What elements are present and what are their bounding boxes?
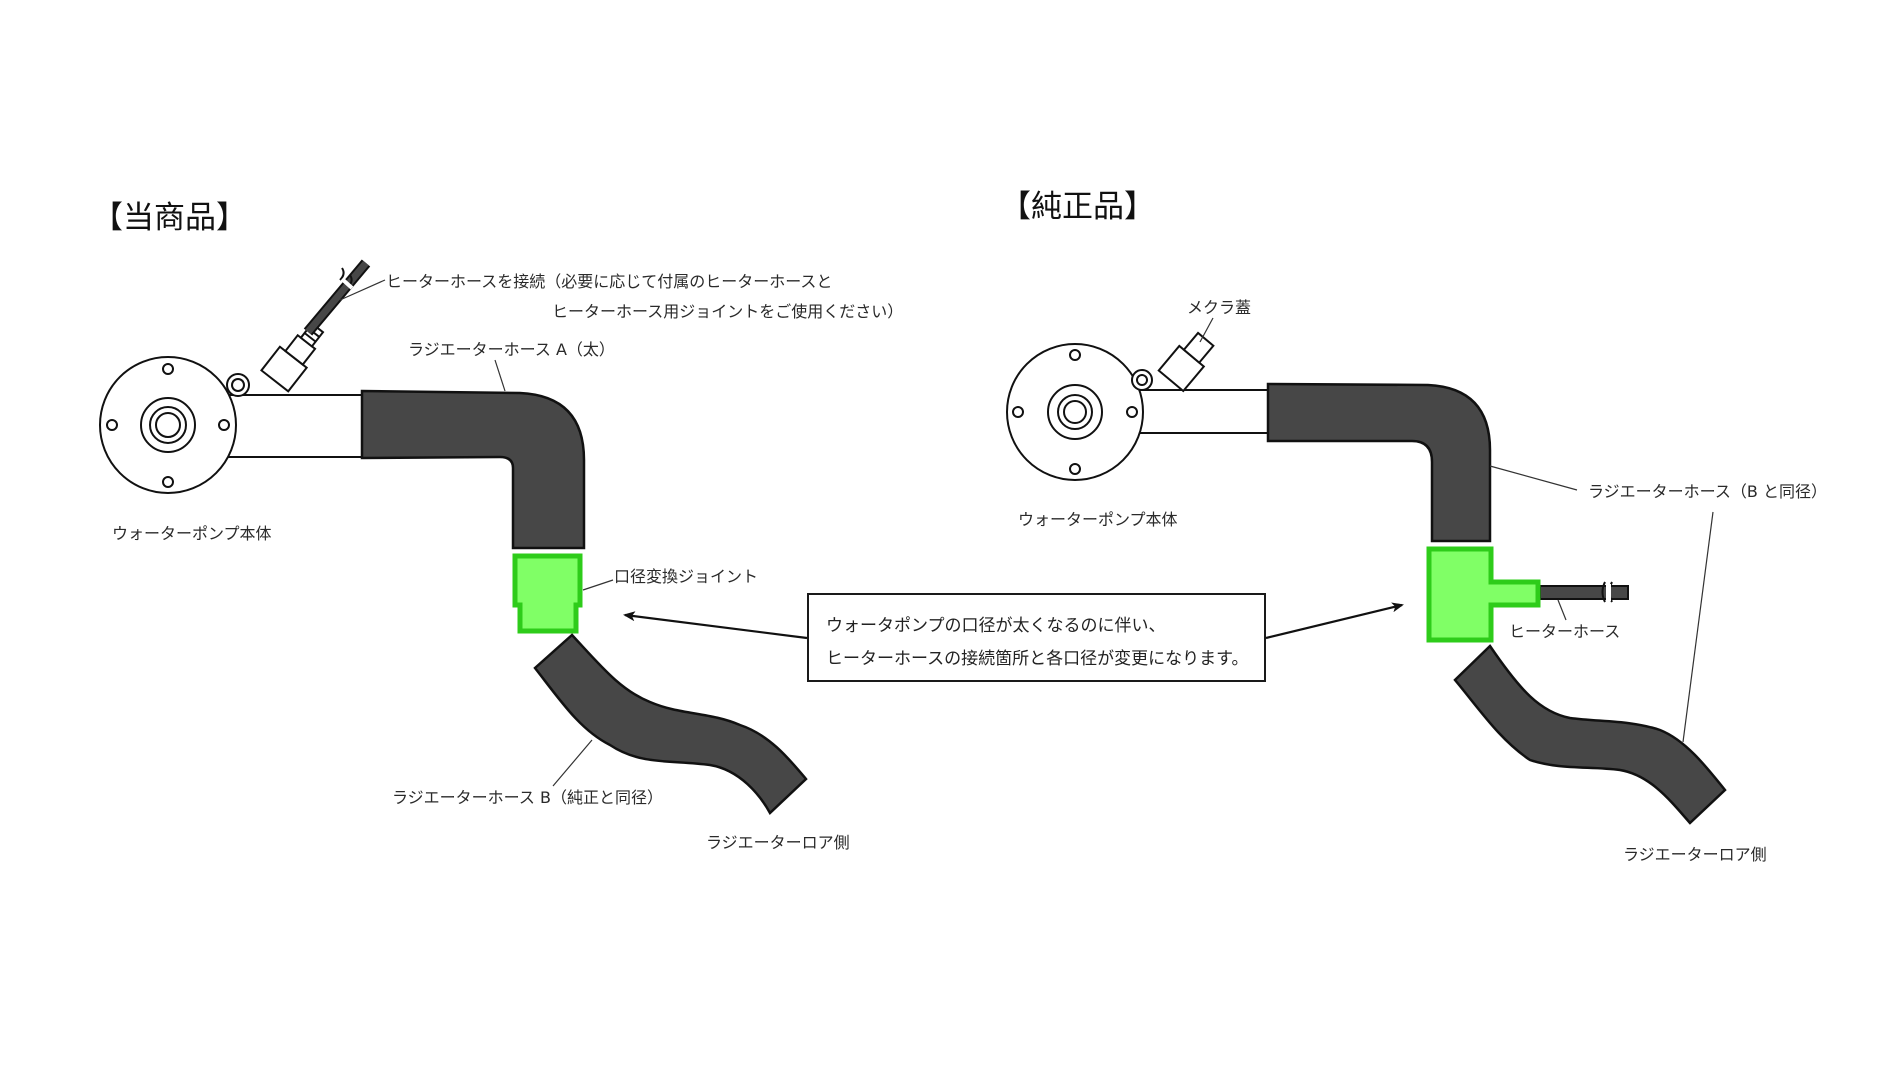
- left-radiator-hose-b-label: ラジエーターホース B（純正と同径）: [392, 788, 663, 807]
- right-radiator-hose-lower: [1453, 644, 1727, 825]
- right-radiator-hose-label: ラジエーターホース（B と同径）: [1588, 482, 1827, 501]
- left-heater-fitting: [260, 322, 325, 393]
- right-panel-title: 【純正品】: [1000, 189, 1155, 225]
- leader-heater-hose: [1557, 599, 1567, 621]
- left-heater-hose: [303, 259, 371, 336]
- leader-heater-note: [339, 279, 386, 301]
- callout-line-1: ウォータポンプの口径が太くなるのに伴い、: [826, 616, 1166, 636]
- leader-radiator-hose-upper: [1489, 465, 1578, 491]
- left-water-pump: [99, 356, 250, 494]
- right-radiator-lower-label: ラジエーターロア側: [1623, 845, 1767, 864]
- right-tee-joint: [1426, 546, 1541, 643]
- right-blind-cap-label: メクラ蓋: [1187, 298, 1252, 317]
- right-pump-outlet-pipe: [1134, 389, 1271, 434]
- right-heater-hose: [1539, 581, 1629, 603]
- left-pump-outlet-pipe: [224, 394, 366, 458]
- leader-hose-b: [552, 739, 593, 787]
- left-radiator-hose-a: [360, 389, 586, 550]
- left-radiator-hose-b: [533, 633, 808, 816]
- left-reducer-joint-label: 口径変換ジョイント: [614, 567, 759, 586]
- leader-hose-a: [494, 359, 506, 392]
- left-assembly: [99, 259, 808, 816]
- callout-arrow-left: [623, 611, 808, 640]
- right-heater-hose-label: ヒーターホース: [1509, 622, 1621, 641]
- right-radiator-hose-upper: [1266, 382, 1492, 543]
- right-water-pump: [1006, 343, 1153, 481]
- callout-line-2: ヒーターホースの接続箇所と各口径が変更になります。: [826, 649, 1249, 669]
- left-panel-title: 【当商品】: [92, 200, 247, 236]
- leader-radiator-hose-lower: [1682, 511, 1714, 743]
- leader-reducer-joint: [582, 579, 614, 591]
- callout-box: ウォータポンプの口径が太くなるのに伴い、 ヒーターホースの接続箇所と各口径が変更…: [807, 593, 1266, 682]
- left-water-pump-label: ウォーターポンプ本体: [112, 524, 272, 543]
- left-radiator-hose-a-label: ラジエーターホース A（太）: [408, 340, 615, 359]
- left-radiator-lower-label: ラジエーターロア側: [706, 833, 850, 852]
- callout-arrow-right: [1265, 602, 1404, 640]
- right-blind-cap-fitting: [1157, 331, 1215, 393]
- leader-blind-cap: [1199, 317, 1214, 343]
- left-heater-note-line1: ヒーターホースを接続（必要に応じて付属のヒーターホースと: [386, 272, 833, 291]
- left-heater-note-line2: ヒーターホース用ジョイントをご使用ください）: [552, 302, 904, 321]
- right-assembly: [1006, 317, 1727, 825]
- left-reducer-joint: [512, 553, 583, 634]
- right-water-pump-label: ウォーターポンプ本体: [1018, 510, 1178, 529]
